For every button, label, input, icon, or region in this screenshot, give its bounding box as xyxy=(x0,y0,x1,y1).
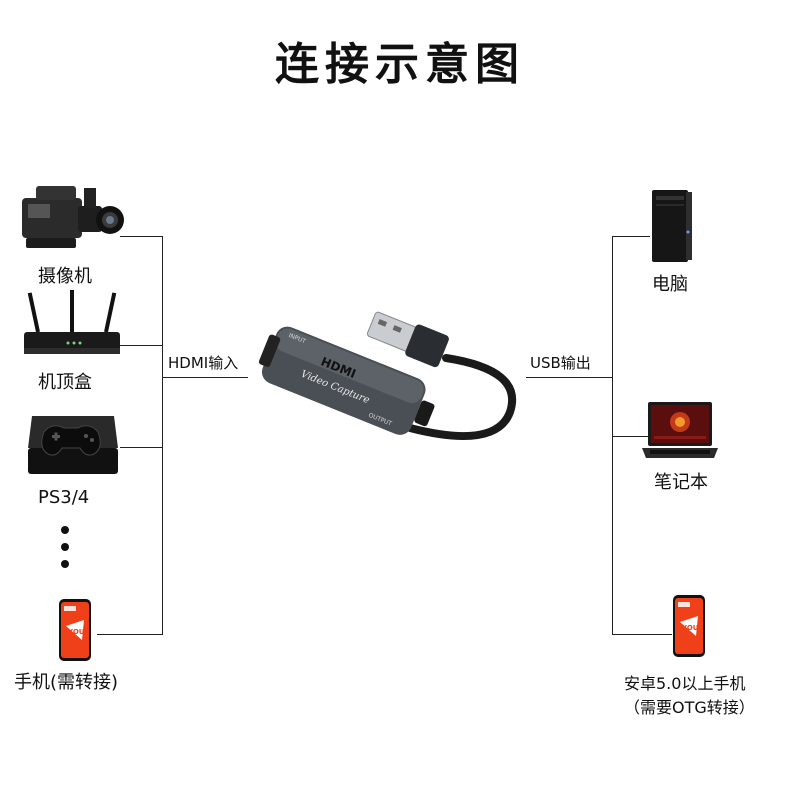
router-icon xyxy=(22,290,122,360)
pc-tower-icon xyxy=(650,188,694,264)
right-connector-pc xyxy=(612,236,650,237)
left-bracket-vertical xyxy=(162,236,163,634)
right-connector-phone xyxy=(612,634,672,635)
output-connector-line xyxy=(526,377,613,378)
left-connector-phone xyxy=(97,634,163,635)
capture-card-device: HDMI Video Capture INPUT OUTPUT xyxy=(250,300,540,460)
right-device-label-laptop: 笔记本 xyxy=(654,468,708,494)
right-device-label-phone-note: （需要OTG转接） xyxy=(624,694,755,718)
left-device-label-router: 机顶盒 xyxy=(38,368,92,394)
more-devices-dots xyxy=(60,525,70,569)
camcorder-icon xyxy=(18,180,128,252)
input-connector-line xyxy=(162,377,248,378)
output-label: USB输出 xyxy=(530,352,591,373)
left-connector-router xyxy=(120,345,163,346)
laptop-icon xyxy=(640,400,720,462)
left-device-label-console: PS3/4 xyxy=(38,487,89,508)
right-device-label-phone: 安卓5.0以上手机 xyxy=(624,670,745,694)
left-device-label-phone: 手机(需转接) xyxy=(14,668,118,694)
left-connector-console xyxy=(120,447,163,448)
input-label: HDMI输入 xyxy=(168,352,238,373)
phone-screen-text: YOU xyxy=(681,624,699,632)
game-console-icon xyxy=(22,408,122,480)
left-device-label-camcorder: 摄像机 xyxy=(38,262,92,288)
phone-icon: YOU xyxy=(672,594,706,658)
phone-icon: YOU xyxy=(58,598,92,662)
phone-screen-text: YOU xyxy=(67,628,85,636)
right-bracket-vertical xyxy=(612,236,613,634)
right-device-label-pc: 电脑 xyxy=(652,270,688,296)
page-title: 连接示意图 xyxy=(0,28,800,92)
